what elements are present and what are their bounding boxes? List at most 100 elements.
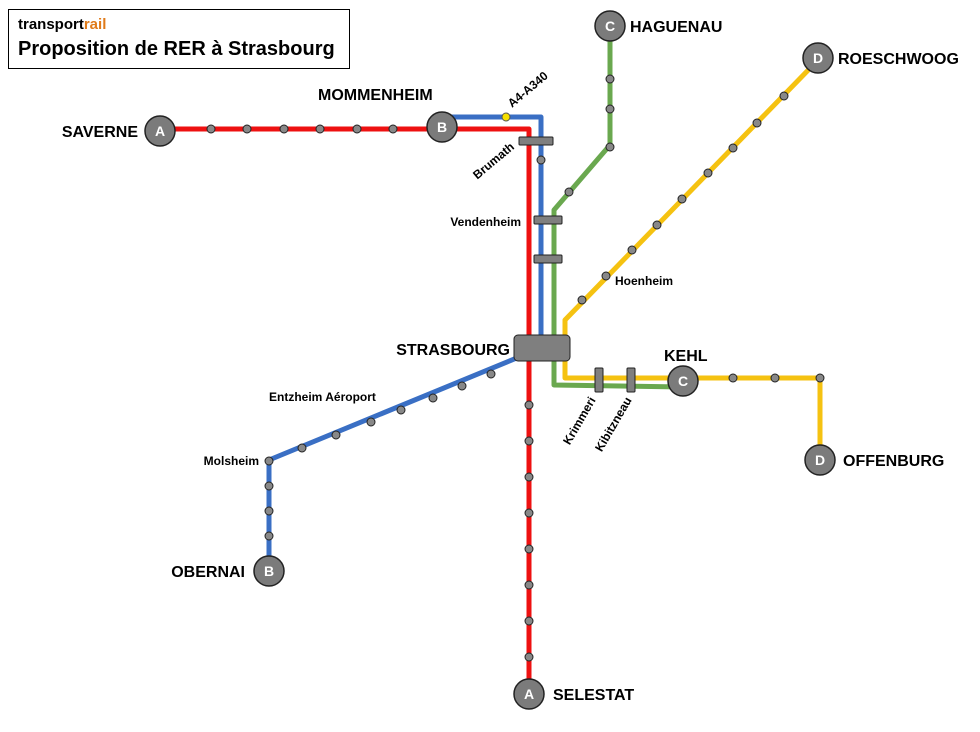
stop-dot bbox=[752, 118, 762, 128]
krimmeri-station bbox=[594, 367, 604, 393]
kibitzneau-station bbox=[626, 367, 636, 393]
stop-dot bbox=[564, 187, 574, 197]
label-kibitzneau: Kibitzneau bbox=[592, 395, 634, 455]
brand-accent: rail bbox=[83, 16, 107, 33]
stop-dot bbox=[366, 417, 376, 427]
stop-dot bbox=[815, 373, 825, 383]
line-badge-circle bbox=[802, 42, 834, 74]
brand-logo: transportrail bbox=[18, 16, 106, 33]
label-selestat: SELESTAT bbox=[553, 687, 634, 704]
stop-dot bbox=[779, 91, 789, 101]
label-strasbourg: STRASBOURG bbox=[396, 342, 510, 359]
terminal-labels: SAVERNE MOMMENHEIM HAGUENAU ROESCHWOOG S… bbox=[62, 19, 959, 704]
line-b-north bbox=[442, 114, 544, 348]
line-badge-letter: D bbox=[813, 50, 823, 66]
stop-dot bbox=[728, 373, 738, 383]
stop-dot bbox=[524, 436, 534, 446]
label-molsheim: Molsheim bbox=[204, 454, 259, 468]
line-badge-circle bbox=[253, 555, 285, 587]
stop-dot bbox=[605, 74, 615, 84]
stop-dot bbox=[652, 220, 662, 230]
title-box: transportrail Proposition de RER à Stras… bbox=[8, 9, 350, 69]
stop-dot bbox=[331, 430, 341, 440]
brumath-station bbox=[518, 136, 554, 146]
line-badge-letter: C bbox=[605, 18, 615, 34]
stop-dot bbox=[279, 124, 289, 134]
stop-dot bbox=[315, 124, 325, 134]
stop-dot bbox=[524, 544, 534, 554]
stop-dot bbox=[627, 245, 637, 255]
stop-dot bbox=[264, 481, 274, 491]
stop-dot bbox=[703, 168, 713, 178]
line-badge-circle bbox=[667, 365, 699, 397]
line-b-south bbox=[266, 345, 542, 571]
label-vendenheim: Vendenheim bbox=[450, 215, 521, 229]
line-c bbox=[551, 27, 684, 390]
terminal-badges: A B C D C D B A bbox=[144, 10, 836, 710]
line-badge-circle bbox=[426, 111, 458, 143]
stop-dot bbox=[297, 443, 307, 453]
label-obernai: OBERNAI bbox=[171, 564, 245, 581]
label-entzheim-aeroport: Entzheim Aéroport bbox=[269, 390, 376, 404]
line-badge-letter: A bbox=[524, 686, 534, 702]
label-brumath: Brumath bbox=[470, 140, 517, 182]
stop-dot bbox=[264, 506, 274, 516]
line-badge-letter: C bbox=[678, 373, 688, 389]
stop-dot bbox=[524, 580, 534, 590]
stop-dot bbox=[577, 295, 587, 305]
stop-dot bbox=[605, 104, 615, 114]
stop-dot bbox=[206, 124, 216, 134]
map-title: Proposition de RER à Strasbourg bbox=[18, 38, 335, 60]
line-badge-circle bbox=[144, 115, 176, 147]
label-roeschwoog: ROESCHWOOG bbox=[838, 51, 959, 68]
hoenheim-junction-station bbox=[533, 254, 563, 264]
badge-roeschwoog: D bbox=[802, 42, 834, 74]
stop-dot bbox=[486, 369, 496, 379]
line-badge-circle bbox=[513, 678, 545, 710]
stop-dot bbox=[264, 456, 274, 466]
line-badge-circle bbox=[594, 10, 626, 42]
badge-obernai: B bbox=[253, 555, 285, 587]
stop-dot bbox=[242, 124, 252, 134]
stop-dot bbox=[457, 381, 467, 391]
stop-dot bbox=[388, 124, 398, 134]
line-badge-circle bbox=[804, 444, 836, 476]
line-d-north bbox=[562, 58, 820, 381]
label-hoenheim: Hoenheim bbox=[615, 274, 673, 288]
stop-dot bbox=[524, 508, 534, 518]
label-a4-a340: A4-A340 bbox=[505, 68, 551, 110]
label-offenburg: OFFENBURG bbox=[843, 453, 944, 470]
stop-dot bbox=[536, 155, 546, 165]
badge-kehl: C bbox=[667, 365, 699, 397]
stop-dot bbox=[428, 393, 438, 403]
label-krimmeri: Krimmeri bbox=[560, 395, 598, 448]
vendenheim-station bbox=[533, 215, 563, 225]
stop-dot bbox=[601, 271, 611, 281]
line-d bbox=[562, 58, 823, 460]
stop-dot bbox=[605, 142, 615, 152]
label-kehl: KEHL bbox=[664, 348, 708, 365]
line-badge-letter: D bbox=[815, 452, 825, 468]
label-haguenau: HAGUENAU bbox=[630, 19, 722, 36]
label-saverne: SAVERNE bbox=[62, 124, 138, 141]
station-bars bbox=[513, 136, 636, 393]
label-mommenheim: MOMMENHEIM bbox=[318, 87, 433, 104]
stops bbox=[206, 74, 825, 662]
badge-haguenau: C bbox=[594, 10, 626, 42]
strasbourg-station bbox=[513, 334, 571, 362]
badge-mommenheim: B bbox=[426, 111, 458, 143]
line-badge-letter: A bbox=[155, 123, 165, 139]
line-c-path bbox=[551, 27, 684, 390]
badge-selestat: A bbox=[513, 678, 545, 710]
line-badge-letter: B bbox=[437, 119, 447, 135]
stop-dot bbox=[770, 373, 780, 383]
badge-offenburg: D bbox=[804, 444, 836, 476]
stop-dot bbox=[396, 405, 406, 415]
stop-dot bbox=[264, 531, 274, 541]
line-a bbox=[160, 126, 532, 693]
stop-dot bbox=[524, 652, 534, 662]
stop-dot bbox=[524, 616, 534, 626]
stop-dot bbox=[728, 143, 738, 153]
line-a-path bbox=[160, 126, 532, 693]
